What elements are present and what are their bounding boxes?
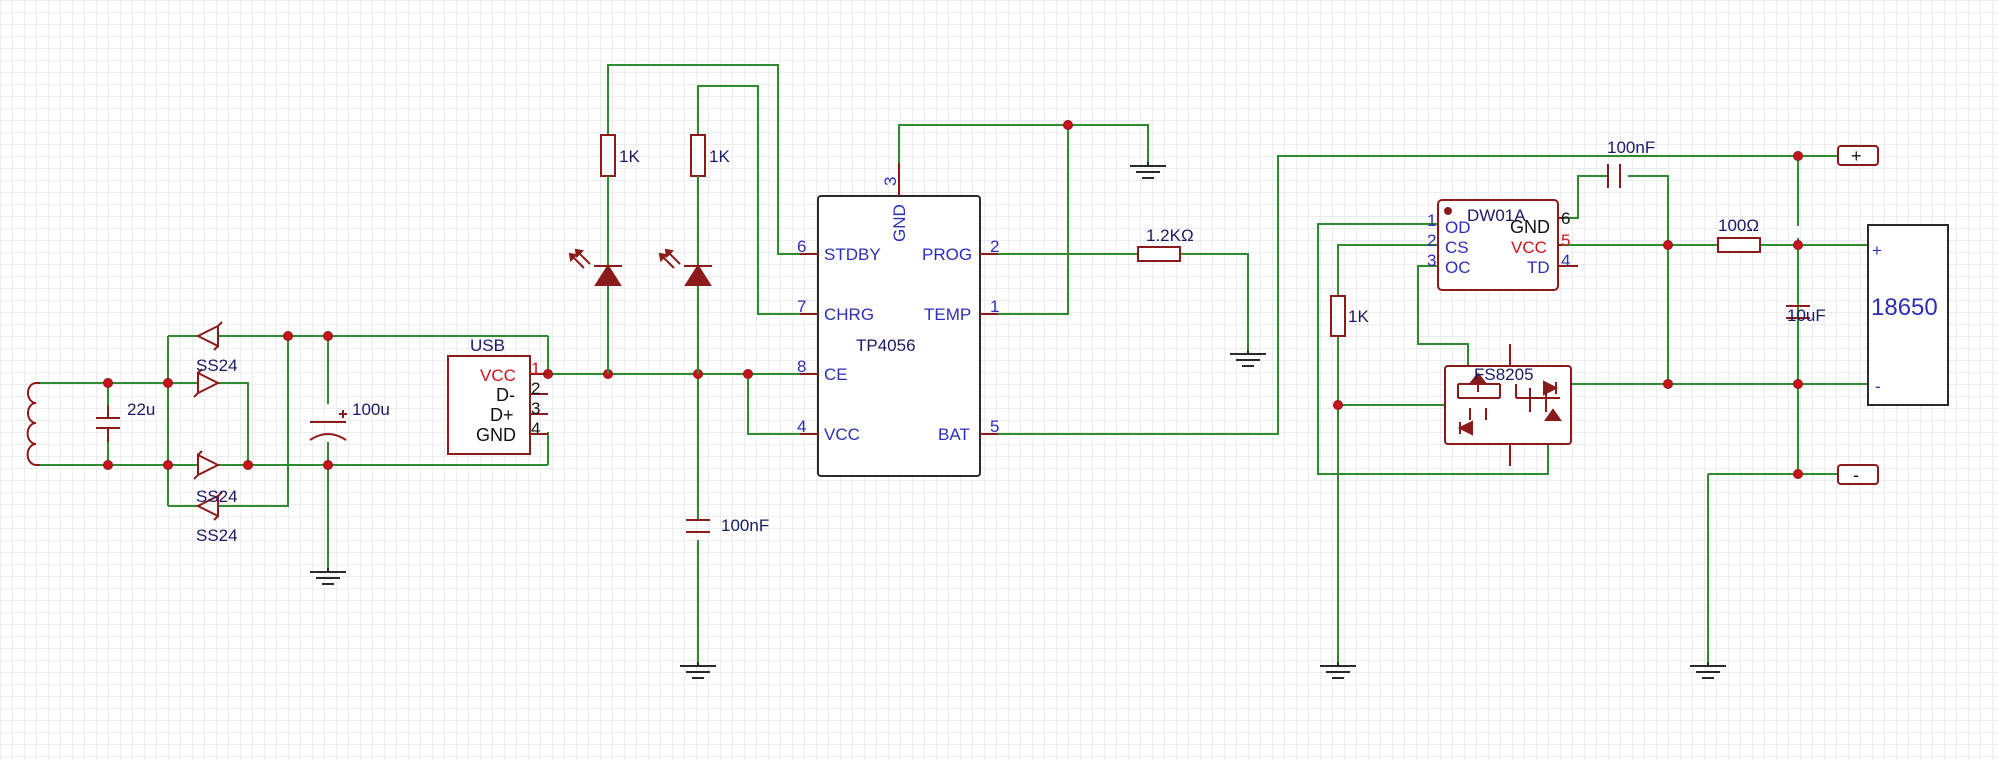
ground-symbol [1230, 350, 1266, 367]
led-1-icon [568, 176, 622, 336]
battery-plus-label: + [1872, 241, 1882, 260]
diode-d1 [195, 321, 223, 351]
tp4056-pin-prog: PROG [922, 245, 972, 264]
tp4056-pin-number-8: 8 [797, 357, 806, 376]
battery-name: 18650 [1871, 294, 1938, 321]
tp4056-pin-temp: TEMP [924, 305, 971, 324]
ground-symbol [1320, 662, 1356, 679]
resistor-led-2 [690, 134, 706, 177]
capacitor-22u-label: 22u [127, 400, 155, 419]
diode-label-1: SS24 [196, 356, 238, 375]
dw01a-pin-number-2: 2 [1427, 231, 1436, 250]
tp4056-pin-vcc: VCC [824, 425, 860, 444]
resistor-prog [1137, 246, 1181, 262]
led-2-icon [658, 176, 712, 374]
coil-symbol [26, 382, 40, 466]
resistor-led-2-label: 1K [709, 147, 730, 166]
ground-symbol [680, 662, 716, 679]
usb-pin-number-3: 3 [531, 399, 540, 418]
dw01a-pin-number-5: 5 [1561, 231, 1570, 250]
usb-pin-number-4: 4 [531, 419, 540, 438]
resistor-cs-label: 1K [1348, 307, 1369, 326]
capacitor-100nf-decoupling [686, 519, 710, 533]
battery-minus-label: - [1875, 377, 1881, 396]
dw01a-pin-oc: OC [1445, 258, 1471, 277]
tp4056-pin-number-5: 5 [990, 417, 999, 436]
ground-symbol [1130, 162, 1166, 179]
diode-d2 [193, 368, 221, 398]
capacitor-100u-label: 100u [352, 400, 390, 419]
dw01a-name: DW01A [1467, 206, 1526, 225]
usb-pin-dplus: D+ [490, 405, 514, 425]
dw01a-pin-number-1: 1 [1427, 211, 1436, 230]
resistor-led-1 [600, 134, 616, 177]
terminal-minus-label: - [1853, 465, 1859, 485]
tp4056-pin-number-1: 1 [990, 297, 999, 316]
diode-label-2: SS24 [196, 487, 238, 506]
resistor-vcc-label: 100Ω [1718, 216, 1759, 235]
capacitor-10uf-label: 10uF [1787, 306, 1826, 325]
terminal-plus-label: + [1851, 146, 1862, 166]
tp4056-chip [800, 163, 998, 477]
tp4056-pin-number-4: 4 [797, 417, 806, 436]
capacitor-protect-label: 100nF [1607, 138, 1655, 157]
dw01a-chip [1437, 199, 1578, 291]
ground-symbol [310, 568, 346, 585]
capacitor-100u [309, 410, 347, 441]
resistor-cs [1330, 295, 1346, 337]
fs8205-mosfet [1444, 344, 1572, 466]
terminal-minus [1837, 464, 1879, 485]
dw01a-pin-number-3: 3 [1427, 251, 1436, 270]
tp4056-pin-number-3: 3 [881, 177, 900, 186]
battery-18650 [1867, 224, 1949, 406]
capacitor-100nf-protect [1607, 164, 1621, 188]
tp4056-pin-gnd: GND [890, 204, 909, 242]
dw01a-pin-gnd: GND [1510, 217, 1550, 237]
tp4056-pin-chrg: CHRG [824, 305, 874, 324]
usb-connector [447, 355, 548, 455]
tp4056-pin-number-6: 6 [797, 237, 806, 256]
diode-d3 [193, 450, 221, 480]
tp4056-pin-stdby: STDBY [824, 245, 881, 264]
resistor-vcc [1717, 237, 1761, 253]
resistor-led-1-label: 1K [619, 147, 640, 166]
capacitor-10uf [1786, 305, 1810, 319]
tp4056-pin-ce: CE [824, 365, 848, 384]
diode-label-3: SS24 [196, 526, 238, 545]
diode-d4 [195, 491, 223, 521]
tp4056-pin-number-7: 7 [797, 297, 806, 316]
usb-name: USB [470, 336, 505, 355]
fs8205-name: FS8205 [1474, 365, 1534, 384]
resistor-prog-label: 1.2KΩ [1146, 226, 1194, 245]
dw01a-pin-vcc: VCC [1511, 238, 1547, 257]
capacitor-22u [96, 405, 120, 442]
tp4056-pin-number-2: 2 [990, 237, 999, 256]
dw01a-pin-od: OD [1445, 218, 1471, 237]
usb-pin-number-1: 1 [531, 359, 540, 378]
dw01a-pin-number-6: 6 [1561, 209, 1570, 228]
usb-pin-dminus: D- [496, 385, 515, 405]
usb-pin-number-2: 2 [531, 379, 540, 398]
usb-pin-vcc: VCC [480, 366, 516, 385]
capacitor-100nf-label: 100nF [721, 516, 769, 535]
dw01a-pin-number-4: 4 [1561, 251, 1570, 270]
usb-pin-gnd: GND [476, 425, 516, 445]
tp4056-name: TP4056 [856, 336, 916, 355]
dw01a-pin-td: TD [1527, 258, 1550, 277]
ground-symbol [1690, 662, 1726, 679]
dw01a-pin-cs: CS [1445, 238, 1469, 257]
terminal-plus [1837, 145, 1879, 166]
tp4056-pin-bat: BAT [938, 425, 970, 444]
